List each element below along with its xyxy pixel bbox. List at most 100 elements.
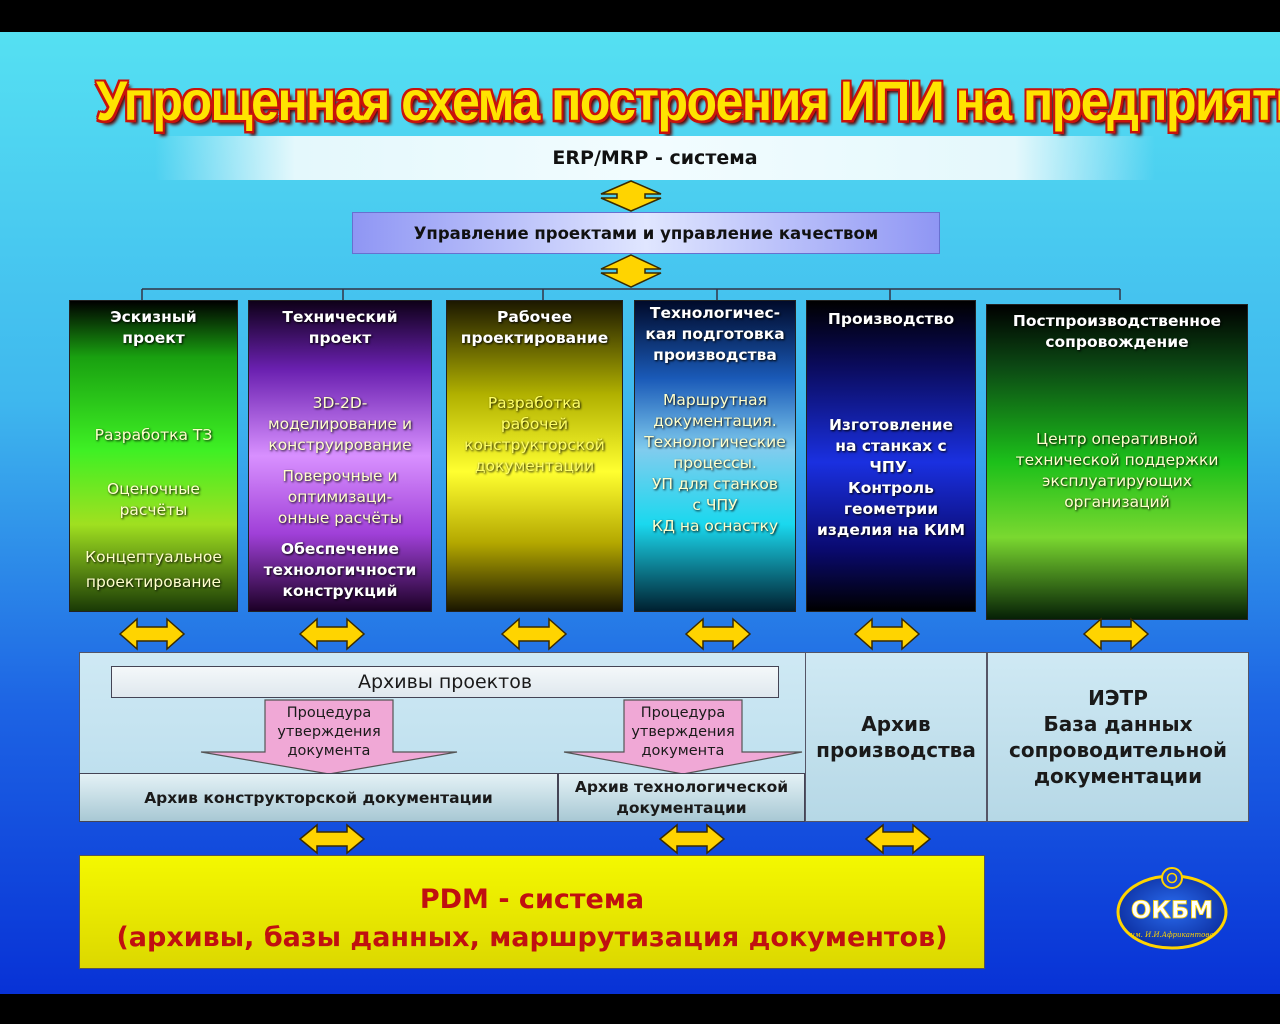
column-item: КД на оснастку xyxy=(651,517,779,535)
header-line: кая подготовка xyxy=(645,325,785,343)
approval-line: Процедура xyxy=(286,705,372,721)
double-arrow-icon xyxy=(853,617,921,651)
okbm-logo: ОКБМ им. И.И.Африкантова xyxy=(1116,867,1228,950)
column-body: Центр оперативной технической поддержки … xyxy=(987,429,1247,513)
column-item: конструкций xyxy=(282,582,398,600)
erp-system-bar: ERP/MRP - система xyxy=(155,136,1155,180)
double-arrow-icon xyxy=(658,823,726,855)
approval-line: документа xyxy=(641,743,725,759)
column-item: 3D-2D- xyxy=(312,394,368,412)
column-item: Разработка ТЗ xyxy=(94,426,213,444)
approval-line: документа xyxy=(287,743,371,759)
column-item: Концептуальное xyxy=(85,548,222,566)
column-header: Технический проект xyxy=(249,307,431,349)
column-item: Маршрутная xyxy=(663,391,767,409)
column-body: Маршрутная документация. Технологические… xyxy=(635,390,795,537)
ietr-line: документации xyxy=(1033,764,1203,788)
approval-label-right: Процедура утверждения документа xyxy=(624,704,742,761)
column-item: документация. xyxy=(653,412,777,430)
column-item: Разработка xyxy=(487,394,582,412)
column-header: Технологичес- кая подготовка производств… xyxy=(635,303,795,366)
double-arrow-icon xyxy=(118,617,186,651)
column-body: Изготовление на станках с ЧПУ. Контроль … xyxy=(807,415,975,541)
production-archive-line: производства xyxy=(816,738,976,762)
ietr-line: База данных xyxy=(1043,712,1193,736)
column-item: технологичности xyxy=(263,561,417,579)
column-item: Изготовление xyxy=(828,416,954,434)
pdm-subtitle: (архивы, базы данных, маршрутизация доку… xyxy=(116,922,948,953)
column-item: конструирование xyxy=(268,436,412,454)
column-item: изделия на КИМ xyxy=(816,521,966,539)
tree-connector xyxy=(141,288,1121,300)
ietr-line: сопроводительной xyxy=(1008,738,1228,762)
slide: Упрощенная схема построения ИПИ на предп… xyxy=(0,32,1280,994)
pdm-system-box: PDM - система (архивы, базы данных, марш… xyxy=(79,855,985,969)
double-arrow-icon xyxy=(600,180,662,212)
header-line: Технический xyxy=(282,308,398,326)
column-technical-project: Технический проект 3D-2D- моделирование … xyxy=(248,300,432,612)
column-header: Производство xyxy=(807,309,975,330)
header-line: Рабочее xyxy=(497,308,572,326)
approval-label-left: Процедура утверждения документа xyxy=(265,704,393,761)
logo-text: ОКБМ xyxy=(1131,896,1213,924)
column-item: процессы. xyxy=(673,454,757,472)
approval-line: утверждения xyxy=(631,724,735,740)
column-production: Производство Изготовление на станках с Ч… xyxy=(806,300,976,612)
tech-archive-line: Архив технологической xyxy=(574,777,789,796)
column-item: моделирование и xyxy=(267,415,413,433)
approval-arrow-left xyxy=(200,699,458,775)
column-header: Эскизный проект xyxy=(70,307,237,349)
column-item: конструкторской xyxy=(464,436,605,454)
column-item: расчёты xyxy=(119,501,188,519)
header-line: Эскизный xyxy=(110,308,197,326)
pdm-arrow-row xyxy=(298,823,932,855)
column-working-design: Рабочее проектирование Разработка рабоче… xyxy=(446,300,623,612)
column-item: оптимизаци- xyxy=(287,488,393,506)
column-item: Поверочные и xyxy=(282,467,398,485)
column-item: эксплуатирующих xyxy=(1041,472,1193,490)
header-line: Технологичес- xyxy=(649,304,781,322)
approval-line: Процедура xyxy=(640,705,726,721)
column-item: технической поддержки xyxy=(1015,451,1219,469)
column-item: проектирование xyxy=(85,573,222,591)
tech-docs-archive: Архив технологической документации xyxy=(558,773,805,822)
column-item: УП для станков xyxy=(651,475,779,493)
pdm-title: PDM - система xyxy=(419,884,645,915)
column-body: Разработка ТЗ Оценочные расчёты Концепту… xyxy=(70,425,237,593)
double-arrow-icon xyxy=(600,254,662,288)
column-item: с ЧПУ xyxy=(692,496,738,514)
column-item: Центр оперативной xyxy=(1036,430,1198,448)
ietr-line: ИЭТР xyxy=(1088,686,1148,710)
header-line: Производство xyxy=(827,310,955,328)
design-docs-archive: Архив конструкторской документации xyxy=(79,773,558,822)
double-arrow-icon xyxy=(864,823,932,855)
column-sketch-project: Эскизный проект Разработка ТЗ Оценочные … xyxy=(69,300,238,612)
column-item: Контроль xyxy=(848,479,934,497)
ietr-database: ИЭТР База данных сопроводительной докуме… xyxy=(987,652,1249,822)
column-item: организаций xyxy=(1064,493,1170,511)
column-item: на станках с xyxy=(835,437,947,455)
approval-line: утверждения xyxy=(277,724,381,740)
header-line: проект xyxy=(122,329,185,347)
tech-archive-line: документации xyxy=(616,798,747,817)
project-archives-bar: Архивы проектов xyxy=(111,666,779,698)
column-item: ЧПУ. xyxy=(869,458,913,476)
column-body: Разработка рабочей конструкторской докум… xyxy=(447,393,622,477)
approval-arrow-right xyxy=(563,699,803,775)
column-body: 3D-2D- моделирование и конструирование П… xyxy=(249,393,431,602)
column-item: Обеспечение xyxy=(280,540,400,558)
double-arrow-icon xyxy=(1082,617,1150,651)
header-line: сопровождение xyxy=(1045,333,1189,351)
arrow-row xyxy=(118,617,1150,651)
header-line: производства xyxy=(653,346,777,364)
column-tech-preparation: Технологичес- кая подготовка производств… xyxy=(634,300,796,612)
header-line: Постпроизводственное xyxy=(1012,312,1222,330)
double-arrow-icon xyxy=(500,617,568,651)
column-item: Технологические xyxy=(644,433,786,451)
logo-subtitle: им. И.И.Африкантова xyxy=(1130,931,1213,939)
column-post-production: Постпроизводственное сопровождение Центр… xyxy=(986,304,1248,620)
column-header: Рабочее проектирование xyxy=(447,307,622,349)
column-item: Оценочные xyxy=(107,480,200,498)
header-line: проект xyxy=(308,329,372,347)
double-arrow-icon xyxy=(298,823,366,855)
